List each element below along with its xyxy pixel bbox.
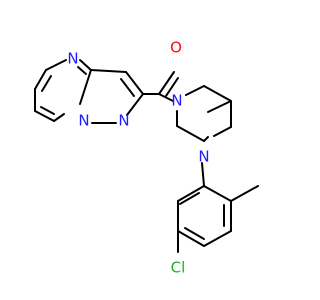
bond-c6-c7-double — [120, 78, 135, 97]
molecular-structure-diagram: O N N N N N Cl — [34, 39, 259, 277]
bond-c1-n1 — [45, 59, 67, 71]
bond-c18-c13 — [203, 185, 232, 202]
bond-c3-c4 — [34, 110, 55, 122]
bond-c5-c6 — [90, 69, 127, 73]
bond-c7-n3 — [126, 93, 144, 116]
bond-c11-c12 — [176, 125, 205, 142]
bond-c15-c16 — [177, 230, 205, 247]
piperazine-top-nitrogen-label: N — [171, 92, 182, 110]
bond-n1-c5 — [79, 59, 92, 71]
atom-label-layer: O N N N N N Cl — [67, 39, 209, 277]
bond-c1-c2 — [34, 69, 47, 90]
bond-c11-side-n5 — [213, 126, 232, 137]
bond-c10-n5 — [207, 100, 232, 113]
bond-c3-c4-double — [40, 106, 55, 115]
bond-c9-c10 — [203, 85, 232, 102]
chlorine-atom-label: Cl — [171, 259, 186, 277]
bond-c16-c17 — [203, 230, 232, 247]
bond-c1-c2-double — [41, 75, 52, 92]
bond-c6-c7 — [125, 71, 144, 95]
pyrazole-nitrogen-label: N — [118, 112, 129, 130]
bond-n5-c13 — [201, 162, 205, 187]
pyrimidine-nitrogen-label: N — [67, 50, 78, 68]
bond-c8-o1-double — [165, 77, 179, 97]
bridge-nitrogen-label: N — [78, 112, 89, 130]
bond-c13-c14 — [177, 185, 205, 202]
bond-layer — [34, 59, 259, 253]
bond-c15-c16-double — [184, 227, 205, 240]
piperazine-bottom-nitrogen-label: N — [198, 148, 209, 166]
bond-n1-c5-double — [77, 66, 87, 75]
oxygen-atom-label: O — [170, 39, 182, 57]
bond-c8-n4 — [158, 93, 174, 102]
bond-c8-o1 — [158, 71, 175, 95]
bond-c18-methyl — [230, 185, 259, 202]
bond-c5-n2 — [79, 69, 92, 105]
bond-c4-n2 — [53, 113, 65, 122]
bond-n4-c9 — [185, 85, 205, 96]
bond-c13-c14-double — [179, 192, 200, 205]
